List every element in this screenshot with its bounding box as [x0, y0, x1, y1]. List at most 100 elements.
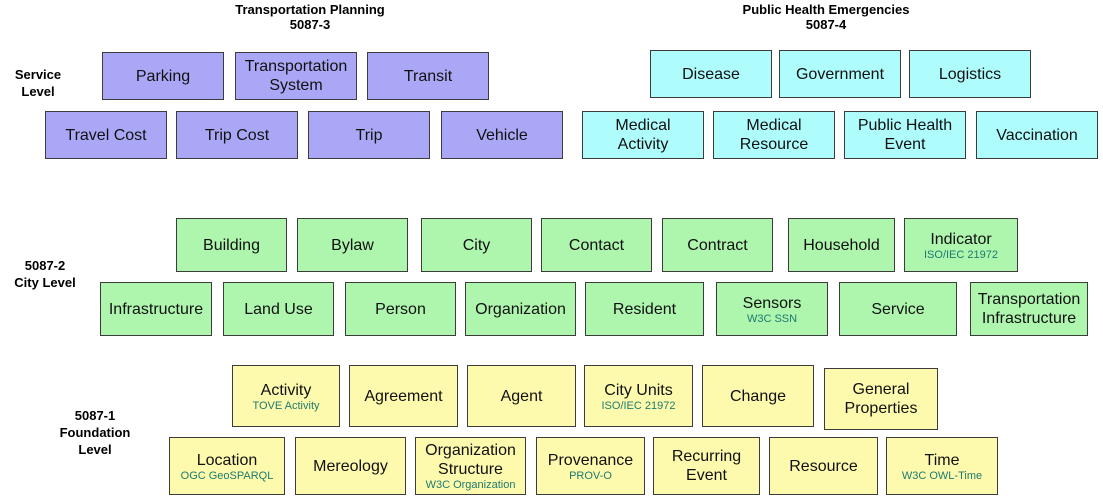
vehicle-label: Vehicle — [476, 126, 528, 144]
contact-label: Contact — [568, 236, 625, 254]
activity-box: Activity TOVE Activity — [232, 365, 340, 427]
city-level-label: 5087-2 City Level — [14, 258, 76, 290]
bylaw-box: Bylaw — [297, 218, 408, 272]
medical-resource-box: Medical Resource — [713, 111, 835, 159]
household-box: Household — [788, 218, 895, 272]
resource-label: Resource — [789, 457, 858, 475]
contract-box: Contract — [662, 218, 773, 272]
government-label: Government — [795, 65, 885, 83]
logistics-label: Logistics — [938, 65, 1002, 83]
resident-box: Resident — [585, 282, 704, 336]
agent-box: Agent — [467, 365, 576, 427]
agent-label: Agent — [500, 387, 543, 405]
person-box: Person — [345, 282, 456, 336]
transit-label: Transit — [403, 67, 453, 85]
government-box: Government — [779, 50, 901, 98]
vehicle-box: Vehicle — [441, 111, 563, 159]
transportation-planning-heading: Transportation Planning 5087-3 — [190, 2, 430, 32]
land-use-box: Land Use — [223, 282, 334, 336]
sensors-standard: W3C SSN — [746, 312, 798, 325]
city-units-box: City Units ISO/IEC 21972 — [584, 365, 693, 427]
foundation-level-label: 5087-1 Foundation Level — [59, 408, 131, 457]
provenance-standard: PROV-O — [569, 469, 612, 482]
organization-structure-label: Organization Structure — [425, 442, 516, 478]
agreement-label: Agreement — [364, 387, 443, 405]
vaccination-box: Vaccination — [976, 111, 1098, 159]
trip-cost-box: Trip Cost — [176, 111, 298, 159]
change-box: Change — [702, 365, 814, 427]
city-label: City — [462, 236, 491, 254]
contract-label: Contract — [687, 236, 748, 254]
public-health-event-label: Public Health Event — [857, 117, 953, 153]
building-label: Building — [203, 236, 260, 254]
provenance-label: Provenance — [547, 451, 634, 469]
public-health-event-box: Public Health Event — [844, 111, 966, 159]
land-use-label: Land Use — [244, 300, 313, 318]
change-label: Change — [729, 387, 787, 405]
organization-structure-standard: W3C Organization — [425, 479, 516, 491]
time-standard: W3C OWL-Time — [901, 469, 983, 482]
general-properties-label: General Properties — [844, 381, 918, 417]
parking-box: Parking — [102, 52, 224, 100]
time-box: Time W3C OWL-Time — [886, 437, 998, 495]
medical-resource-label: Medical Resource — [739, 117, 809, 153]
transportation-planning-code: 5087-3 — [289, 17, 331, 32]
infrastructure-label: Infrastructure — [108, 300, 204, 318]
service-level-label: Service Level — [14, 67, 62, 99]
city-box: City — [421, 218, 532, 272]
transit-box: Transit — [367, 52, 489, 100]
provenance-box: Provenance PROV-O — [536, 437, 645, 495]
public-health-code: 5087-4 — [805, 17, 847, 32]
resident-label: Resident — [612, 300, 677, 318]
location-standard: OGC GeoSPARQL — [180, 469, 274, 482]
parking-label: Parking — [135, 67, 191, 85]
city-units-standard: ISO/IEC 21972 — [601, 399, 676, 412]
transportation-infrastructure-label: Transportation Infrastructure — [977, 291, 1081, 327]
location-box: Location OGC GeoSPARQL — [169, 437, 285, 495]
disease-box: Disease — [650, 50, 772, 98]
sensors-box: Sensors W3C SSN — [716, 282, 828, 336]
organization-label: Organization — [475, 300, 566, 318]
general-properties-box: General Properties — [824, 368, 938, 430]
transportation-planning-title: Transportation Planning — [235, 2, 385, 17]
recurring-event-label: Recurring Event — [671, 448, 742, 484]
trip-box: Trip — [308, 111, 430, 159]
resource-box: Resource — [769, 437, 878, 495]
vaccination-label: Vaccination — [996, 126, 1078, 144]
city-units-label: City Units — [604, 381, 673, 399]
travel-cost-label: Travel Cost — [65, 126, 147, 144]
transportation-system-box: Transportation System — [235, 52, 357, 100]
transportation-infrastructure-box: Transportation Infrastructure — [970, 282, 1088, 336]
trip-label: Trip — [355, 126, 383, 144]
trip-cost-label: Trip Cost — [204, 126, 270, 144]
indicator-box: Indicator ISO/IEC 21972 — [904, 218, 1018, 272]
contact-box: Contact — [541, 218, 652, 272]
person-label: Person — [375, 300, 426, 318]
public-health-heading: Public Health Emergencies 5087-4 — [706, 2, 946, 32]
organization-box: Organization — [465, 282, 576, 336]
logistics-box: Logistics — [909, 50, 1031, 98]
mereology-box: Mereology — [295, 437, 406, 495]
mereology-label: Mereology — [313, 457, 388, 475]
travel-cost-box: Travel Cost — [45, 111, 167, 159]
public-health-title: Public Health Emergencies — [742, 2, 910, 17]
building-box: Building — [176, 218, 287, 272]
indicator-label: Indicator — [930, 230, 992, 248]
recurring-event-box: Recurring Event — [653, 437, 760, 495]
activity-label: Activity — [260, 381, 312, 399]
disease-label: Disease — [682, 65, 740, 83]
service-box: Service — [839, 282, 957, 336]
bylaw-label: Bylaw — [331, 236, 374, 254]
service-label: Service — [871, 300, 925, 318]
sensors-label: Sensors — [742, 294, 802, 312]
transportation-system-label: Transportation System — [244, 58, 348, 94]
medical-activity-label: Medical Activity — [615, 117, 671, 153]
medical-activity-box: Medical Activity — [582, 111, 704, 159]
organization-structure-box: Organization Structure W3C Organization — [415, 437, 526, 495]
location-label: Location — [196, 451, 258, 469]
agreement-box: Agreement — [349, 365, 458, 427]
activity-standard: TOVE Activity — [252, 399, 320, 412]
household-label: Household — [803, 236, 880, 254]
time-label: Time — [924, 451, 960, 469]
infrastructure-box: Infrastructure — [100, 282, 212, 336]
